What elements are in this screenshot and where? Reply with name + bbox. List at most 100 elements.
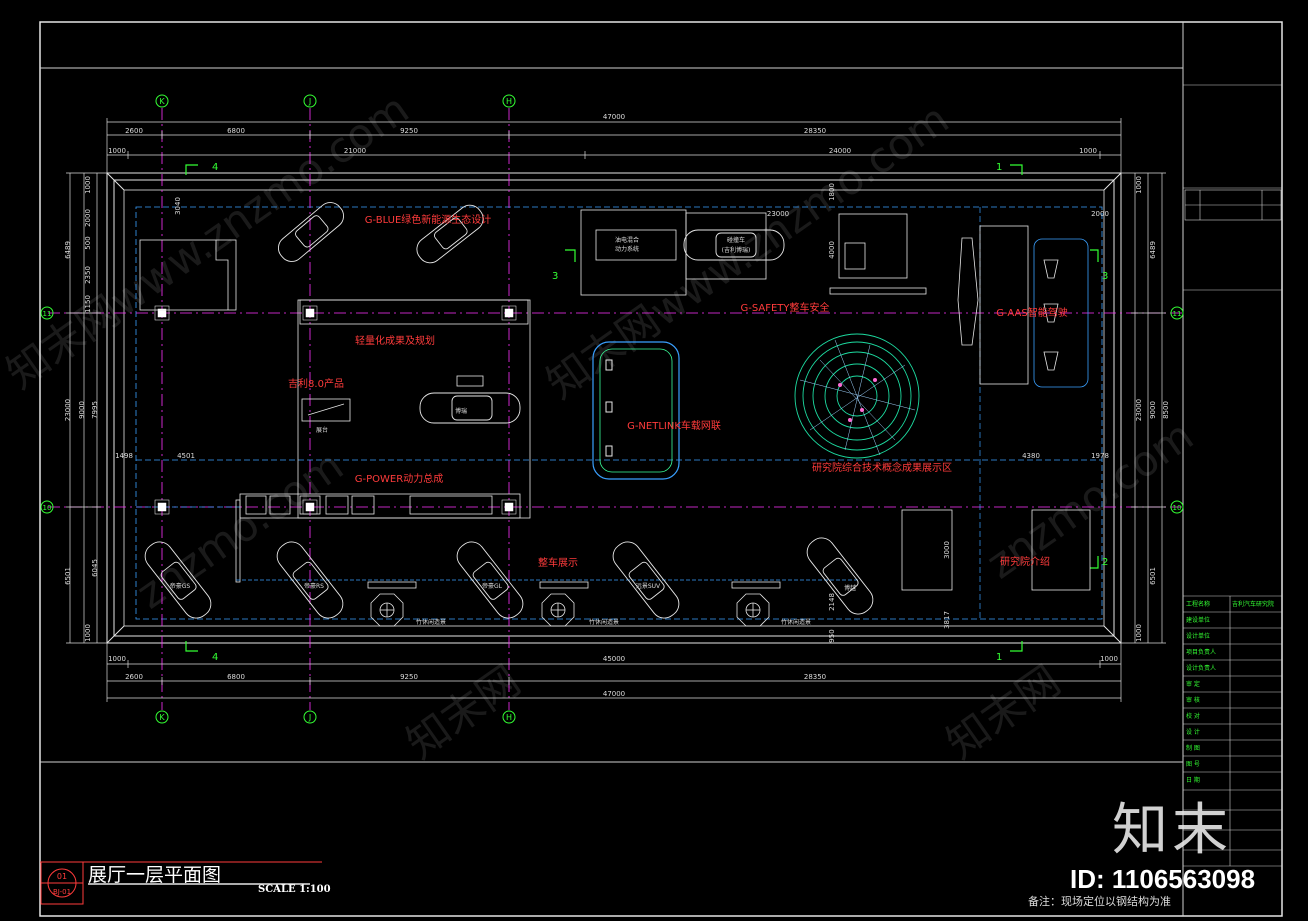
dim: 9000 <box>78 401 86 419</box>
dim: 1800 <box>828 183 836 201</box>
dim: 1000 <box>1100 655 1118 663</box>
sheet-number-symbol: 01 BJ-01 <box>40 861 84 905</box>
dim: 1000 <box>84 624 92 642</box>
svg-text:设计负责人: 设计负责人 <box>1186 664 1216 672</box>
section-mark: 4 <box>212 162 218 173</box>
dim: 9000 <box>1149 401 1157 419</box>
label-crash-car-sub: (吉利博瑞) <box>722 246 751 254</box>
svg-text:审 定: 审 定 <box>1186 680 1200 688</box>
structural-columns <box>154 305 517 515</box>
dim: 21000 <box>344 147 366 155</box>
dim: 1000 <box>108 655 126 663</box>
dim: 24000 <box>829 147 851 155</box>
dim: 2600 <box>125 673 143 681</box>
label-car-gl: 帝豪GL <box>482 582 503 590</box>
dim: 9250 <box>400 127 418 135</box>
svg-text:日 期: 日 期 <box>1186 776 1200 784</box>
svg-text:工程名称: 工程名称 <box>1186 600 1210 608</box>
label-bori2: 博越 <box>844 584 856 592</box>
dim: 23000 <box>64 399 72 421</box>
zone-label-g-netlink: G-NETLINK车载网联 <box>627 419 721 432</box>
grid-axis-top: K J H <box>155 94 516 108</box>
dim: 950 <box>828 629 836 642</box>
svg-text:H: H <box>506 713 512 722</box>
section-mark: 4 <box>212 652 218 663</box>
drawing-title: 展厅一层平面图 <box>88 864 222 886</box>
title-block-labels: 工程名称 吉利汽车研究院 建设单位 设计单位 项目负责人 设计负责人 审 定 审… <box>1186 600 1274 784</box>
svg-text:知末网www.znzmo.com: 知末网www.znzmo.com <box>0 84 417 398</box>
grid-lines <box>48 108 1182 710</box>
svg-text:项目负责人: 项目负责人 <box>1186 648 1216 656</box>
sheet-number-bottom: BJ-01 <box>53 888 71 896</box>
dim: 28350 <box>804 673 826 681</box>
svg-text:J: J <box>308 97 311 106</box>
dim: 6800 <box>227 127 245 135</box>
zone-label-research-concept: 研究院综合技术概念成果展示区 <box>812 461 952 474</box>
dim: 4000 <box>828 241 836 259</box>
section-mark: 2 <box>1102 557 1108 568</box>
zone-label-g-aas: G-AAS智能驾驶 <box>996 306 1067 319</box>
interior-walls <box>139 209 1091 591</box>
dimension-top <box>106 118 1122 173</box>
dim: 2000 <box>1091 210 1109 218</box>
bamboo-planters <box>367 287 927 627</box>
zone-label-g-power: G-POWER动力总成 <box>355 472 443 485</box>
netlink-track <box>592 341 680 480</box>
drawing-scale: SCALE 1:100 <box>258 884 331 895</box>
dim: 500 <box>84 236 92 249</box>
dim: 6501 <box>1149 567 1157 585</box>
dimension-left <box>66 172 107 644</box>
dim: 3000 <box>943 541 951 559</box>
zone-label-g-safety: G-SAFETY整车安全 <box>740 301 829 314</box>
svg-text:J: J <box>308 713 311 722</box>
dim: 45000 <box>603 655 625 663</box>
sheet-number-top: 01 <box>57 872 67 881</box>
label-car-suv: 远景SUV <box>636 582 661 590</box>
dim: 1000 <box>84 176 92 194</box>
dim: 9250 <box>400 673 418 681</box>
svg-text:设 计: 设 计 <box>1186 728 1200 736</box>
section-mark: 1 <box>996 652 1002 663</box>
zone-label-g-blue: G-BLUE绿色新能源生态设计 <box>365 213 492 226</box>
dim: 7995 <box>91 401 99 419</box>
dimension-bottom <box>106 643 1122 702</box>
blue-dash-lines <box>136 207 1102 619</box>
display-panels <box>245 237 1059 515</box>
dim: 28350 <box>804 127 826 135</box>
section-mark: 3 <box>552 271 558 282</box>
dimension-right <box>1121 172 1166 644</box>
dim: 1150 <box>84 295 92 313</box>
drawing-note: 备注：现场定位以钢结构为准 <box>1028 895 1171 908</box>
svg-text:审 核: 审 核 <box>1186 696 1200 704</box>
dim: 23000 <box>767 210 789 218</box>
watermark-id: ID: 1106563098 <box>1070 864 1256 894</box>
svg-text:吉利汽车研究院: 吉利汽车研究院 <box>1232 600 1274 608</box>
building-outline <box>106 172 1122 644</box>
dim: 2350 <box>84 266 92 284</box>
svg-text:10: 10 <box>43 504 52 512</box>
zone-label-research-intro: 研究院介绍 <box>1000 555 1050 568</box>
title-block <box>1183 84 1282 867</box>
watermark-logo: 知末 <box>1112 798 1232 863</box>
dim: 6501 <box>64 567 72 585</box>
label-bamboo: 竹休闲造景 <box>781 618 811 626</box>
label-bamboo: 竹休闲造景 <box>416 618 446 626</box>
svg-text:制 图: 制 图 <box>1186 744 1200 752</box>
svg-text:10: 10 <box>1173 504 1182 512</box>
dim: 6489 <box>1149 241 1157 259</box>
section-markers <box>185 164 1099 652</box>
dim: 2148 <box>828 593 836 611</box>
dim: 1978 <box>1091 452 1109 460</box>
watermark: 知末网www.znzmo.com 知末网www.znzmo.com znzmo.… <box>0 84 1202 768</box>
section-mark: 1 <box>996 162 1002 173</box>
dim: 1000 <box>1135 176 1143 194</box>
dim: 2000 <box>84 209 92 227</box>
dim-total: 47000 <box>603 690 625 698</box>
label-hybrid: 油电混合 <box>615 236 639 244</box>
dim: 8500 <box>1162 401 1170 419</box>
dim: 2600 <box>125 127 143 135</box>
concept-display-circle <box>794 333 920 459</box>
dim: 1000 <box>1135 624 1143 642</box>
dim: 6045 <box>91 559 99 577</box>
